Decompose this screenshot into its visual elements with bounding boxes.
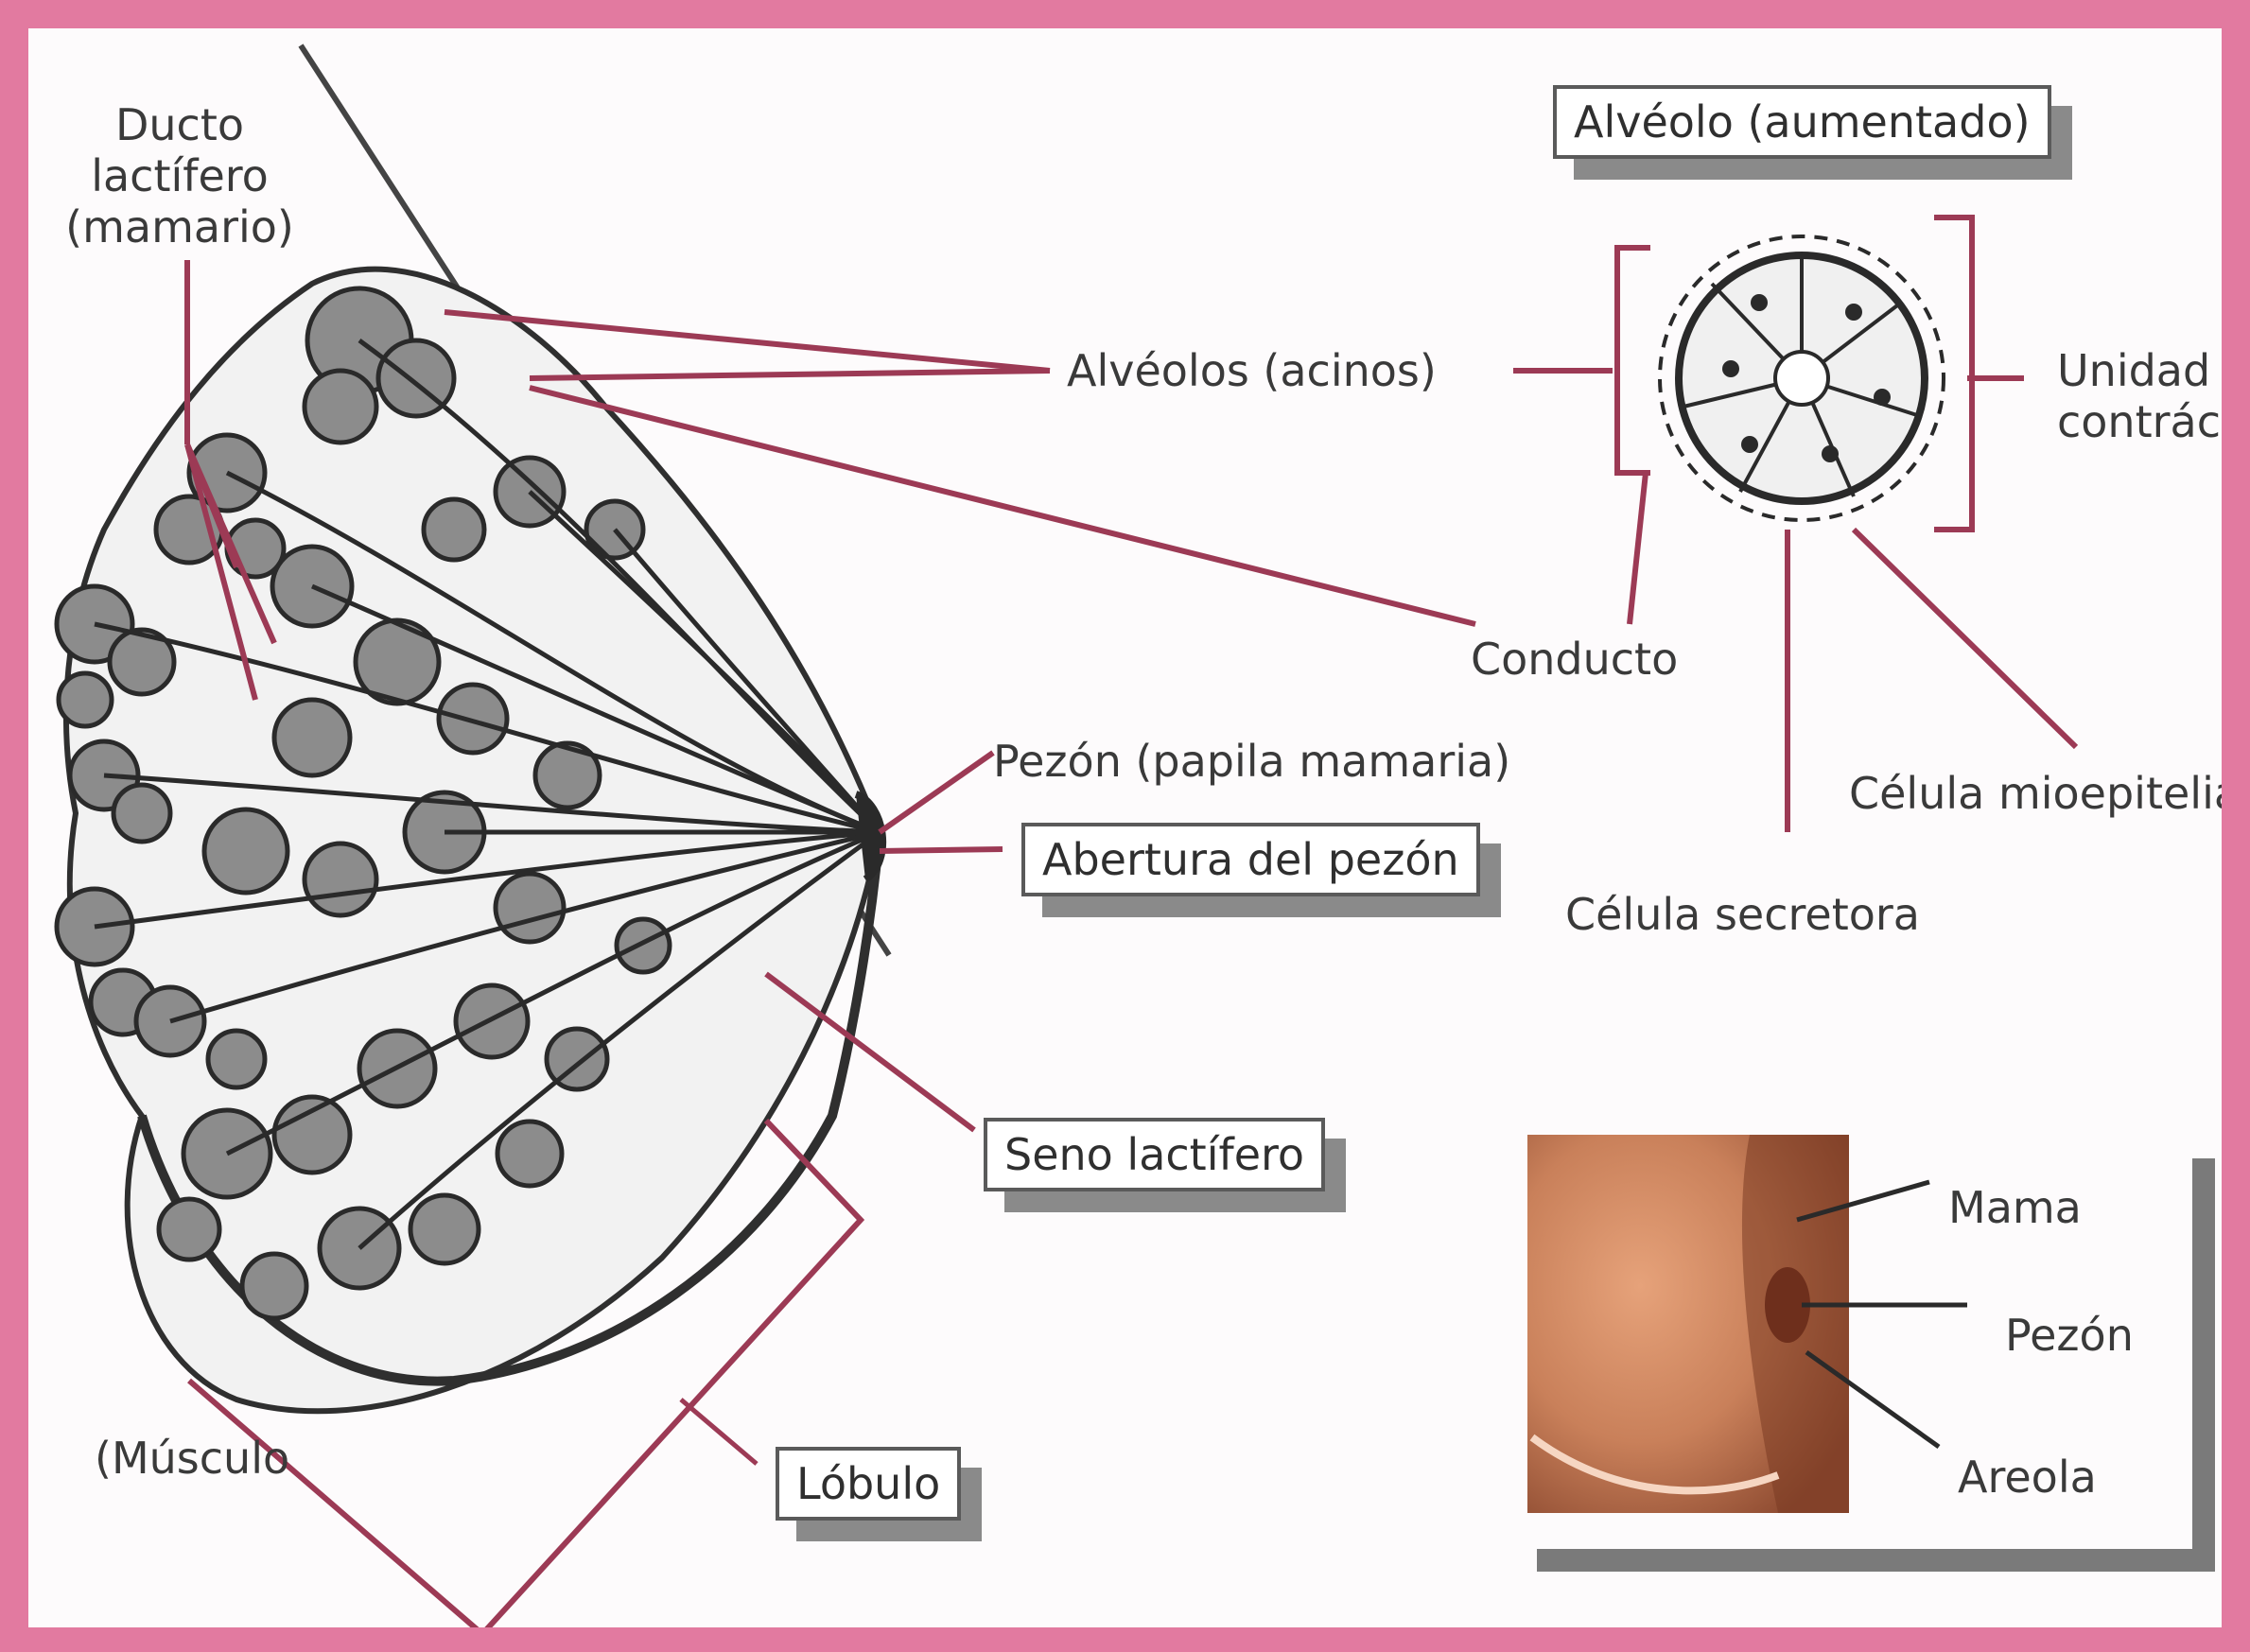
enlarged-alveolus	[1617, 217, 1972, 530]
label-seno-lactifero: Seno lactífero	[984, 1118, 1325, 1191]
label-lobulo: Lóbulo	[776, 1447, 961, 1521]
label-musculo: (Músculo	[95, 1433, 289, 1484]
label-celula-secretora: Célula secretora	[1565, 889, 1920, 940]
label-pezon-papila: Pezón (papila mamaria)	[993, 736, 1510, 787]
label-ducto-lactifero: Ducto lactífero (mamario)	[43, 99, 317, 252]
label-alveolos: Alvéolos (acinos)	[1067, 345, 1437, 396]
label-conducto: Conducto	[1471, 634, 1678, 685]
label-unidad-contractil: Unidad contráctil	[2057, 345, 2250, 447]
lobule-leader	[681, 1400, 757, 1464]
label-areola: Areola	[1958, 1452, 2097, 1503]
label-pezon: Pezón	[2005, 1310, 2134, 1361]
breast-photo	[1527, 1135, 1849, 1513]
label-abertura-pezon: Abertura del pezón	[1021, 823, 1480, 896]
label-alveolo-aumentado: Alvéolo (aumentado)	[1553, 85, 2051, 159]
label-mama: Mama	[1948, 1182, 2082, 1233]
label-celula-mioepitelial: Célula mioepitelial	[1849, 768, 2250, 819]
